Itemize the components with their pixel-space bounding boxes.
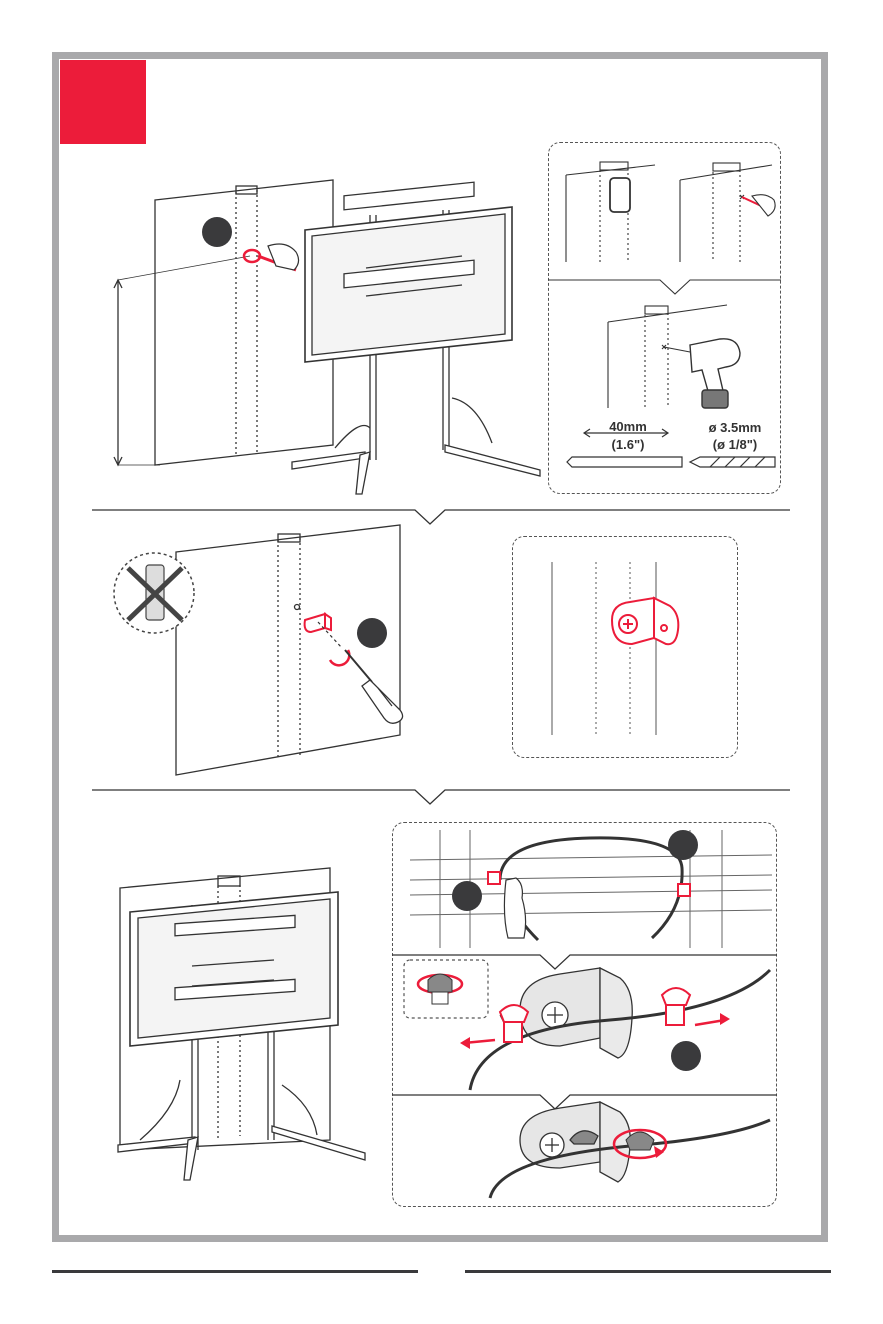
footer-rule-right — [465, 1270, 831, 1273]
drill-diameter-imperial-label: (ø 1/8") — [690, 437, 780, 452]
inset-cable-routing — [392, 822, 777, 1207]
step-number-badge — [60, 60, 146, 144]
drill-depth-imperial-label: (1.6") — [596, 437, 660, 452]
drill-depth-label: 40mm — [596, 419, 660, 434]
inset-bracket-detail — [512, 536, 738, 758]
footer-rule-left — [52, 1270, 418, 1273]
drill-diameter-label: ø 3.5mm — [690, 420, 780, 435]
